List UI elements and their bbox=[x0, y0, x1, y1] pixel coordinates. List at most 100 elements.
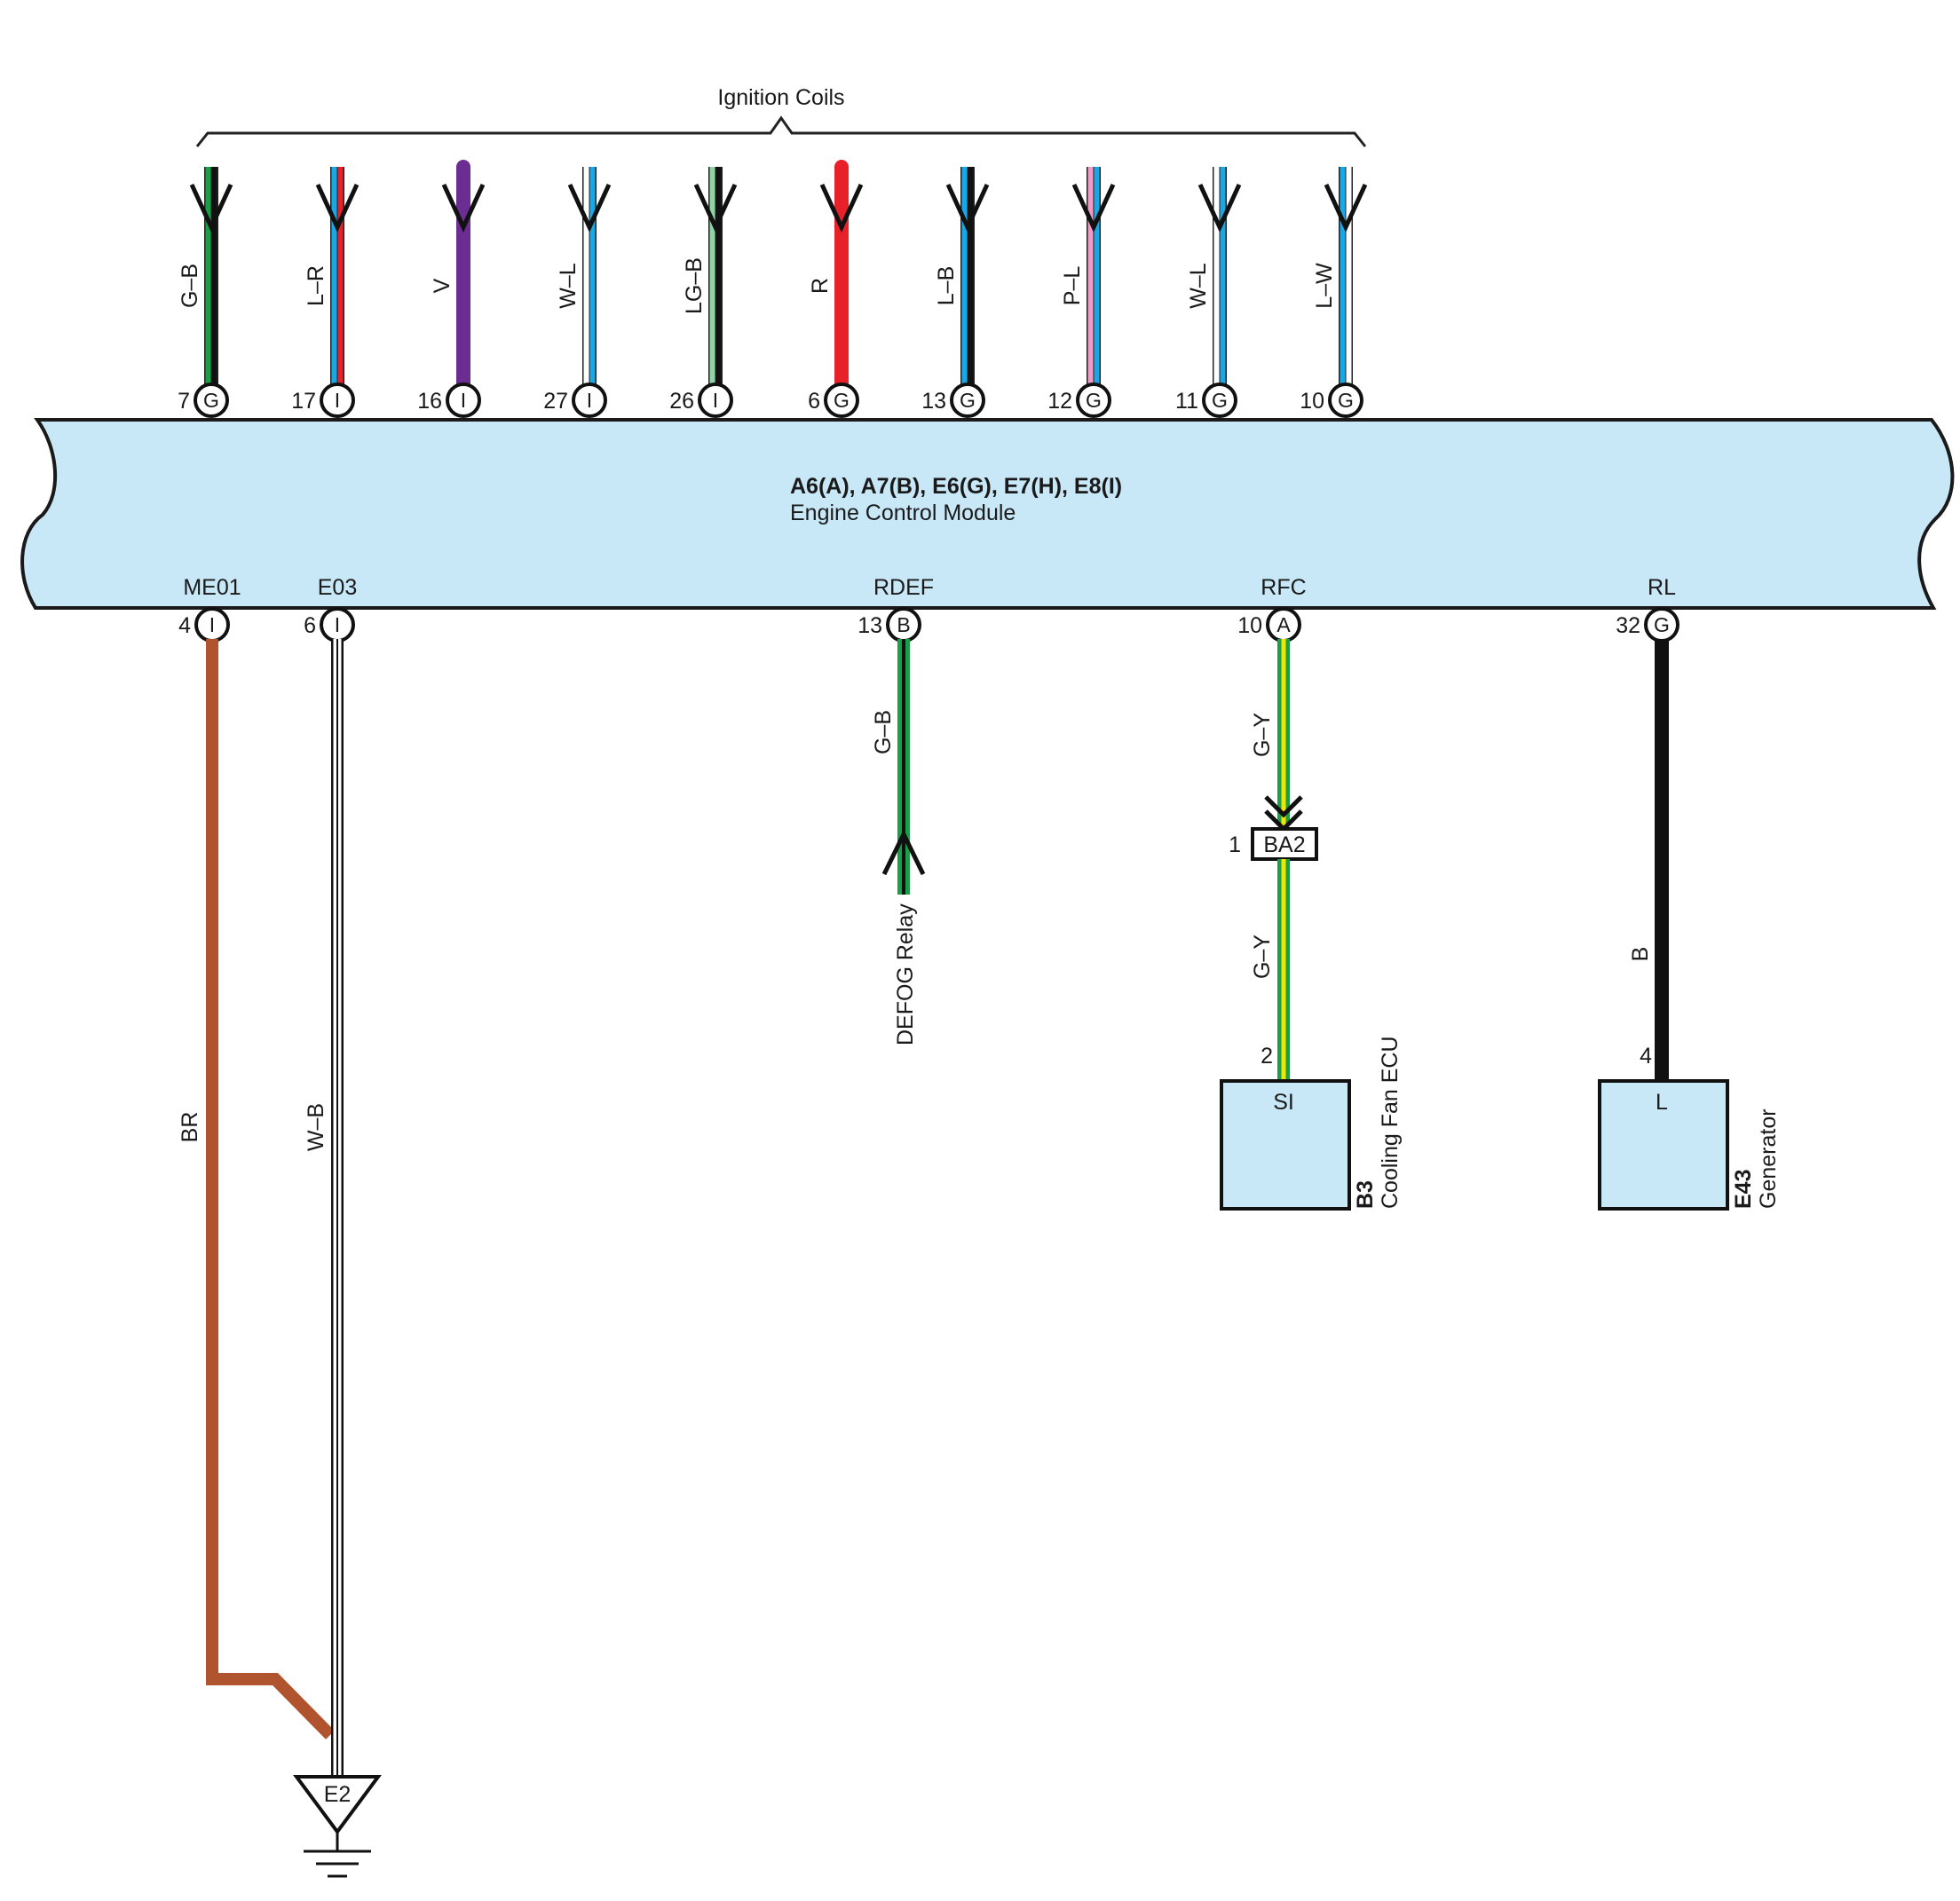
ignition-wire-code: L–B bbox=[934, 266, 959, 305]
terminal-pin bbox=[1202, 383, 1237, 418]
coil-arrow-icon bbox=[1324, 183, 1368, 233]
ignition-wire-igt1: L–RI17IGT1 bbox=[291, 167, 362, 451]
terminal-pin bbox=[824, 383, 859, 418]
defog-arrow-icon bbox=[881, 829, 926, 876]
terminal-pin bbox=[572, 383, 607, 418]
terminal-connector: I bbox=[209, 613, 215, 636]
ignition-wire-code: R bbox=[808, 278, 833, 294]
rdef-wire-code: G–B bbox=[871, 710, 896, 754]
cooling-fan-id: B3 bbox=[1353, 1180, 1378, 1209]
ground-label: E2 bbox=[324, 1782, 352, 1807]
coil-arrow-icon bbox=[1071, 183, 1116, 233]
terminal-number: 16 bbox=[417, 389, 442, 414]
terminal-number: 11 bbox=[1175, 389, 1198, 414]
ecm-body bbox=[20, 418, 1955, 610]
ignition-wire-igt7: LG–BI26IGT7 bbox=[669, 167, 740, 451]
terminal-connector: I bbox=[587, 389, 592, 412]
terminal-pin bbox=[950, 383, 985, 418]
terminal-connector: G bbox=[1338, 389, 1354, 412]
br-wire bbox=[206, 639, 335, 1739]
ignition-wire-code: W–L bbox=[1186, 263, 1211, 309]
generator-name: Generator bbox=[1756, 1108, 1781, 1209]
ignition-wire-code: G–B bbox=[178, 264, 202, 308]
ignition-coil-wires: G–BG7IGF1L–RI17IGT1VI16IGT3W–LI27IGT5LG–… bbox=[178, 160, 1371, 451]
ecm-connectors: A6(A), A7(B), E6(G), E7(H), E8(I) bbox=[790, 474, 1122, 499]
terminal-number: 13 bbox=[921, 389, 946, 414]
terminal-number: 10 bbox=[1300, 389, 1324, 414]
ecm-terminal-rfc: RFC A 10 bbox=[1237, 575, 1307, 643]
terminal-name: ME01 bbox=[183, 575, 241, 600]
terminal-name: RDEF bbox=[873, 575, 934, 600]
terminal-connector: G bbox=[1086, 389, 1102, 412]
ignition-wire-igf2: RG6IGF2 bbox=[808, 160, 866, 451]
coil-arrow-icon bbox=[819, 183, 864, 233]
wb-wire-code: W–B bbox=[304, 1103, 328, 1151]
ignition-wire-code: W–L bbox=[556, 263, 581, 309]
terminal-pin bbox=[1076, 383, 1111, 418]
ecm-terminal-rdef: RDEF B 13 bbox=[858, 575, 934, 643]
ba2-label: BA2 bbox=[1263, 832, 1305, 857]
terminal-pin bbox=[320, 383, 355, 418]
terminal-number: 26 bbox=[669, 389, 694, 414]
terminal-connector: I bbox=[335, 613, 340, 636]
terminal-connector: G bbox=[834, 389, 850, 412]
generator-terminal: L bbox=[1656, 1090, 1668, 1115]
coil-arrow-icon bbox=[315, 183, 360, 233]
terminal-number: 7 bbox=[178, 389, 190, 414]
terminal-number: 13 bbox=[858, 613, 882, 638]
ignition-wire-igt2: L–BG13IGT2 bbox=[921, 167, 992, 451]
rfc-wire-lower-code: G–Y bbox=[1250, 935, 1275, 979]
terminal-number: 4 bbox=[178, 613, 191, 638]
rfc-wire-upper-code: G–Y bbox=[1250, 713, 1275, 757]
coil-arrow-icon bbox=[1197, 183, 1242, 233]
generator-box bbox=[1598, 1079, 1729, 1211]
coil-arrow-icon bbox=[441, 183, 486, 233]
terminal-connector: G bbox=[960, 389, 976, 412]
ignition-wire-code: LG–B bbox=[682, 257, 707, 314]
ignition-wire-igt4: P–LG12IGT4 bbox=[1047, 167, 1118, 451]
cooling-fan-pin: 2 bbox=[1261, 1044, 1273, 1069]
ignition-wire-igt3: VI16IGT3 bbox=[417, 160, 488, 451]
terminal-number: 27 bbox=[543, 389, 568, 414]
terminal-number: 12 bbox=[1047, 389, 1072, 414]
terminal-name: RFC bbox=[1261, 575, 1306, 600]
ignition-coils-title: Ignition Coils bbox=[717, 85, 844, 110]
coil-arrow-icon bbox=[945, 183, 990, 233]
terminal-connector: B bbox=[897, 613, 910, 636]
terminal-name: E03 bbox=[318, 575, 357, 600]
terminal-pin bbox=[1328, 383, 1363, 418]
terminal-number: 17 bbox=[291, 389, 316, 414]
terminal-connector: G bbox=[1212, 389, 1228, 412]
ignition-wire-igf1: G–BG7IGF1 bbox=[178, 167, 236, 451]
ignition-wire-igt8: L–WG10IGT8 bbox=[1300, 167, 1371, 451]
terminal-pin bbox=[698, 383, 733, 418]
generator-pin: 4 bbox=[1640, 1044, 1652, 1069]
terminal-name: RL bbox=[1648, 575, 1676, 600]
terminal-number: 10 bbox=[1237, 613, 1262, 638]
terminal-connector: G bbox=[1654, 613, 1670, 636]
terminal-connector: A bbox=[1276, 613, 1291, 636]
ground-e2: E2 bbox=[293, 1775, 382, 1878]
ba2-pin: 1 bbox=[1229, 832, 1241, 857]
terminal-connector: G bbox=[203, 389, 219, 412]
ignition-wire-igt5: W–LI27IGT5 bbox=[543, 167, 614, 451]
terminal-pin bbox=[446, 383, 481, 418]
ignition-coils-bracket bbox=[195, 115, 1367, 147]
terminal-connector: I bbox=[335, 389, 340, 412]
coil-arrow-icon bbox=[189, 183, 233, 233]
coil-arrow-icon bbox=[567, 183, 612, 233]
terminal-number: 6 bbox=[304, 613, 316, 638]
cooling-fan-terminal: SI bbox=[1273, 1090, 1294, 1115]
ignition-wire-code: V bbox=[430, 278, 454, 293]
ignition-wire-code: L–R bbox=[304, 265, 328, 306]
ignition-wire-code: P–L bbox=[1060, 266, 1085, 306]
terminal-pin bbox=[194, 383, 229, 418]
ignition-wire-code: L–W bbox=[1312, 263, 1337, 309]
rl-wire-code: B bbox=[1628, 947, 1653, 962]
terminal-connector: I bbox=[461, 389, 466, 412]
coil-arrow-icon bbox=[693, 183, 738, 233]
terminal-connector: I bbox=[713, 389, 718, 412]
br-wire-code: BR bbox=[178, 1112, 202, 1143]
